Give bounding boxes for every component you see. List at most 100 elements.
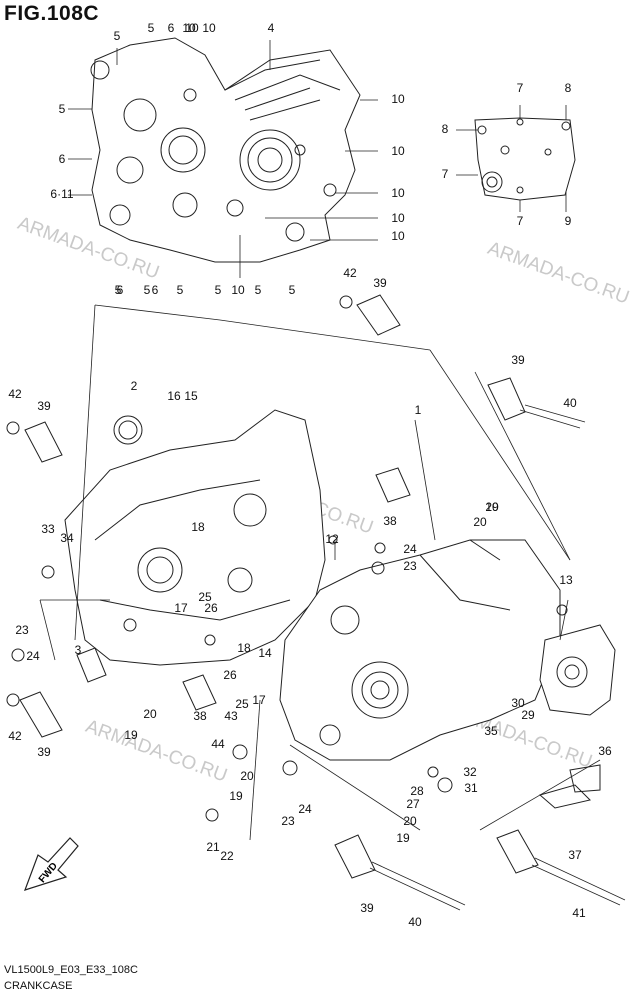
callout-26: 26	[223, 668, 237, 682]
callout-19: 19	[229, 789, 243, 803]
callout-20: 20	[403, 814, 417, 828]
callout-5: 5	[114, 29, 121, 43]
callout-26: 26	[204, 601, 218, 615]
callout-8: 8	[442, 122, 449, 136]
crankcase-right-half	[279, 539, 561, 761]
figure-title: FIG.108C	[4, 2, 100, 25]
callout-2: 2	[131, 379, 138, 393]
callout-6: 6	[59, 152, 66, 166]
diagram-caption: CRANKCASE	[4, 980, 73, 992]
callout-42: 42	[8, 729, 22, 743]
callout-5: 5	[289, 283, 296, 297]
callout-5: 5	[144, 283, 151, 297]
callout-15: 15	[184, 389, 198, 403]
callout-19: 19	[124, 728, 138, 742]
callout-44: 44	[211, 737, 225, 751]
callout-10: 10	[391, 144, 405, 158]
callout-24: 24	[26, 649, 40, 663]
callout-31: 31	[464, 781, 478, 795]
callout-6: 6	[152, 283, 159, 297]
callout-34: 34	[60, 531, 74, 545]
callout-7: 7	[517, 214, 524, 228]
callout-6: 6	[117, 283, 124, 297]
callout-41: 41	[572, 906, 586, 920]
callout-42: 42	[8, 387, 22, 401]
callout-16: 16	[167, 389, 181, 403]
callout-5: 5	[115, 283, 122, 297]
callout-5: 5	[177, 283, 184, 297]
callout-5: 5	[215, 283, 222, 297]
callout-39: 39	[511, 353, 525, 367]
callout-19: 19	[485, 500, 499, 514]
callout-39: 39	[373, 276, 387, 290]
crankcase-left-half	[64, 409, 326, 666]
callout-21: 21	[206, 840, 220, 854]
callout-25: 25	[235, 697, 249, 711]
callout-18: 18	[191, 520, 205, 534]
callout-1: 1	[415, 403, 422, 417]
callout-10: 10	[391, 186, 405, 200]
callout-13: 13	[559, 573, 573, 587]
callout-3: 3	[75, 643, 82, 657]
callout-35: 35	[484, 724, 498, 738]
small-cover-part	[474, 117, 576, 201]
crankcase-cover-top	[90, 37, 361, 263]
callout-7: 7	[442, 167, 449, 181]
callout-39: 39	[360, 901, 374, 915]
callout-28: 28	[410, 784, 424, 798]
callout-18: 18	[237, 641, 251, 655]
callout-9: 9	[565, 214, 572, 228]
callout-29: 29	[521, 708, 535, 722]
callout-38: 38	[193, 709, 207, 723]
callout-20: 20	[240, 769, 254, 783]
callout-20: 20	[143, 707, 157, 721]
callout-36: 36	[598, 744, 612, 758]
callout-4: 4	[268, 21, 275, 35]
leader-lines	[39, 40, 601, 841]
callout-10: 10	[182, 21, 196, 35]
callout-32: 32	[463, 765, 477, 779]
callout-42: 42	[343, 266, 357, 280]
bolts-and-pins	[6, 294, 626, 911]
callout-10: 10	[391, 229, 405, 243]
callout-10: 10	[185, 21, 199, 35]
callout-22: 22	[220, 849, 234, 863]
callout-10: 10	[391, 211, 405, 225]
callout-10: 10	[202, 21, 216, 35]
callout-23: 23	[281, 814, 295, 828]
callout-24: 24	[298, 802, 312, 816]
callout-5: 5	[148, 21, 155, 35]
side-cover-right	[539, 624, 616, 716]
callout-23: 23	[403, 559, 417, 573]
callout-10: 10	[231, 283, 245, 297]
callout-39: 39	[37, 399, 51, 413]
callout-43: 43	[224, 709, 238, 723]
callout-37: 37	[568, 848, 582, 862]
diagram-code: VL1500L9_E03_E33_108C	[4, 964, 138, 976]
callout-5: 5	[255, 283, 262, 297]
callout-30: 30	[511, 696, 525, 710]
callout-39: 39	[37, 745, 51, 759]
callout-19: 19	[396, 831, 410, 845]
callout-5: 5	[59, 102, 66, 116]
callout-10: 10	[391, 92, 405, 106]
callout-17: 17	[174, 601, 188, 615]
callout-6·11: 6·11	[50, 187, 73, 201]
callout-33: 33	[41, 522, 55, 536]
callout-7: 7	[517, 81, 524, 95]
callout-8: 8	[565, 81, 572, 95]
callout-23: 23	[15, 623, 29, 637]
callout-40: 40	[408, 915, 422, 929]
callout-6: 6	[168, 21, 175, 35]
callout-20: 20	[485, 500, 499, 514]
fwd-arrow: FWD	[24, 837, 79, 891]
callout-40: 40	[563, 396, 577, 410]
callout-12: 12	[325, 532, 339, 546]
callout-25: 25	[198, 590, 212, 604]
callout-27: 27	[406, 797, 420, 811]
callout-24: 24	[403, 542, 417, 556]
callout-14: 14	[258, 646, 272, 660]
callout-17: 17	[252, 693, 266, 707]
